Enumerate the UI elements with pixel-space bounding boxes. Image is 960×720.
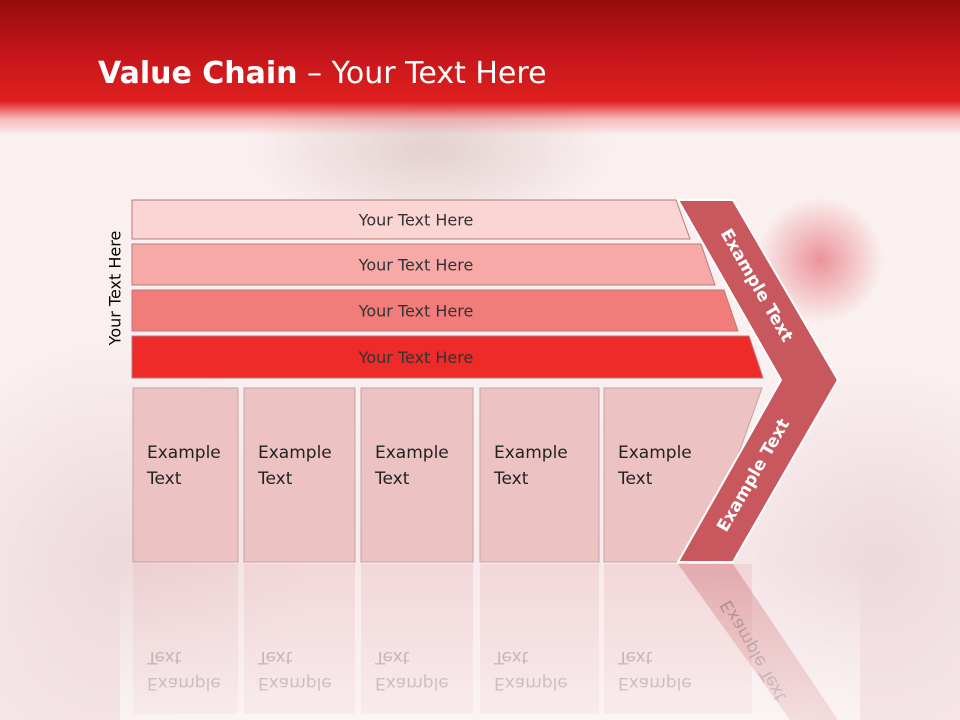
slide-title: Value Chain – Your Text Here [98, 54, 547, 94]
value-bar-label-4: Your Text Here [358, 348, 474, 367]
activity-box-label-line1-1: Example [147, 443, 221, 463]
value-bar-label-3: Your Text Here [358, 302, 474, 321]
margin-chevron [676, 199, 840, 563]
reflection-group: TextExampleTextExampleTextExampleTextExa… [120, 564, 860, 720]
activity-box-label-line1-2: Example [258, 443, 332, 463]
activity-box-3 [360, 387, 474, 563]
value-bar-1 [131, 199, 691, 240]
activity-box-label-line2-2: Text [257, 469, 293, 489]
activity-box-1 [132, 387, 239, 563]
activity-box-4 [479, 387, 600, 563]
value-bar-2 [131, 243, 716, 286]
activity-box-2 [243, 387, 356, 563]
value-bar-4 [131, 335, 764, 379]
reflection-fade [120, 564, 860, 720]
activity-box-label-line1-4: Example [494, 443, 568, 463]
title-bold: Value Chain [98, 56, 298, 91]
activity-box-label-line1-5: Example [618, 443, 692, 463]
activity-box-label-line1-3: Example [375, 443, 449, 463]
value-bar-label-1: Your Text Here [358, 211, 474, 230]
activity-box-label-line2-1: Text [146, 469, 182, 489]
value-bar-label-2: Your Text Here [358, 256, 474, 275]
activity-box-label-line2-5: Text [617, 469, 653, 489]
activity-box-label-line2-3: Text [374, 469, 410, 489]
activity-box-label-line2-4: Text [493, 469, 529, 489]
value-bar-3 [131, 289, 739, 332]
title-rest: – Your Text Here [297, 56, 547, 91]
header-band [0, 0, 960, 135]
